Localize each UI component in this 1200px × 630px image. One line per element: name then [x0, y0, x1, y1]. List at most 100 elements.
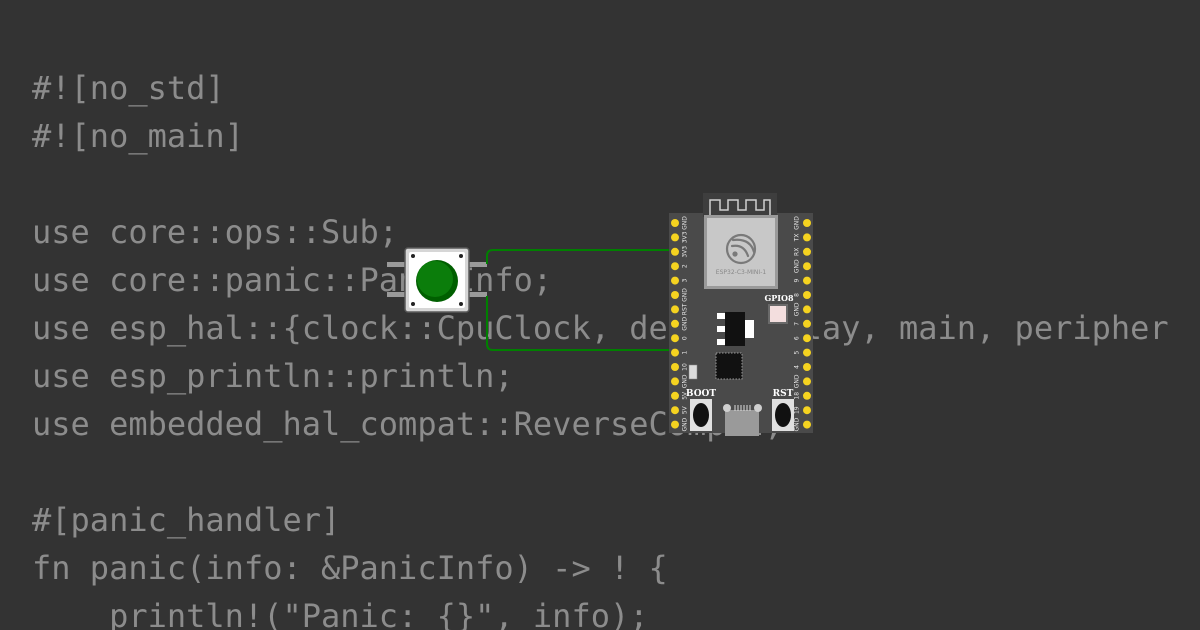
pin-label: 7 — [794, 322, 801, 326]
antenna-icon — [709, 199, 771, 216]
header-pin[interactable] — [671, 348, 679, 357]
pin-label: 1 — [682, 351, 689, 355]
header-pin[interactable] — [671, 319, 679, 328]
pin-label: GND — [682, 216, 689, 230]
header-pin[interactable] — [803, 363, 811, 371]
usb-mount — [723, 404, 731, 412]
wire-bottom[interactable] — [486, 296, 676, 351]
button-screw — [411, 254, 415, 258]
pin-label: 10 — [682, 363, 689, 371]
usb-mount — [754, 404, 762, 412]
pin-label: 6 — [794, 336, 801, 340]
header-pin[interactable] — [803, 276, 811, 285]
led-label: GPIO8 — [764, 293, 794, 303]
header-pin[interactable] — [803, 219, 811, 227]
regulator-pin — [717, 326, 725, 332]
pin-label: GND — [794, 417, 801, 431]
button-screw — [411, 302, 415, 306]
pin-label: 5V — [682, 405, 689, 414]
pin-label: GND — [794, 259, 801, 273]
pin-label: 5V — [682, 391, 689, 400]
pin-label: GND — [682, 417, 689, 431]
header-pin[interactable] — [803, 262, 811, 271]
code-line-4: use core::ops::Sub; — [32, 213, 399, 251]
header-pin[interactable] — [671, 377, 679, 386]
button-screw — [459, 254, 463, 258]
button-leg — [469, 262, 487, 267]
header-pin[interactable] — [803, 305, 811, 314]
pin-label: 5 — [794, 351, 801, 355]
header-pin[interactable] — [671, 334, 679, 343]
regulator-pin — [717, 313, 725, 319]
code-line-5: use core::panic::PanicInfo; — [32, 261, 553, 299]
pin-label: 2 — [682, 264, 689, 268]
code-editor: #![no_std] #![no_main] use core::ops::Su… — [32, 0, 1168, 630]
header-pin[interactable] — [803, 233, 811, 242]
pin-label: TX — [794, 234, 801, 243]
header-pin[interactable] — [671, 420, 679, 429]
header-pin[interactable] — [803, 334, 811, 343]
header-pin[interactable] — [803, 406, 811, 415]
button-leg — [387, 262, 405, 267]
pin-label: GND — [794, 302, 801, 316]
header-pin[interactable] — [803, 348, 811, 357]
pin-label: 19 — [794, 406, 801, 414]
gpio8-led — [770, 306, 786, 322]
pin-label: GND — [682, 317, 689, 331]
esp32-c3-board[interactable]: ESP32-C3-MINI-1 GPIO8 BOOT RST GND3V33V3… — [669, 193, 813, 436]
header-pin[interactable] — [671, 291, 679, 299]
pin-label: GND — [682, 374, 689, 388]
code-line-7: use esp_println::println; — [32, 357, 514, 395]
voltage-regulator — [725, 312, 745, 346]
wire-top[interactable] — [486, 249, 676, 264]
usb-chip — [715, 352, 743, 380]
button-leg — [387, 292, 405, 297]
header-pin[interactable] — [803, 377, 811, 386]
pin-label: 0 — [682, 336, 689, 340]
module-label: ESP32-C3-MINI-1 — [716, 269, 767, 276]
rst-label: RST — [773, 389, 794, 399]
rst-button[interactable] — [775, 403, 791, 427]
regulator-pin — [717, 339, 725, 345]
header-pin[interactable] — [671, 219, 679, 227]
header-pin[interactable] — [671, 247, 679, 256]
code-line-11: fn panic(info: &PanicInfo) -> ! { — [32, 549, 668, 587]
antenna-area — [703, 193, 777, 217]
pin-label: 3 — [682, 279, 689, 283]
header-pin[interactable] — [671, 391, 679, 400]
pin-label: GND — [794, 374, 801, 388]
header-pin[interactable] — [671, 305, 679, 314]
header-pin[interactable] — [671, 363, 679, 371]
pin-label: GND — [794, 216, 801, 230]
header-pin[interactable] — [803, 247, 811, 256]
header-pin[interactable] — [803, 291, 811, 299]
pin-label: 3V3 — [682, 231, 689, 243]
pin-label: RX — [794, 248, 801, 256]
header-pin[interactable] — [803, 391, 811, 400]
espressif-logo-icon — [725, 233, 757, 265]
smd-component — [688, 364, 698, 380]
boot-label: BOOT — [686, 389, 716, 399]
header-pin[interactable] — [803, 319, 811, 328]
pushbutton[interactable] — [387, 247, 487, 313]
code-line-10: #[panic_handler] — [32, 501, 341, 539]
pin-label: GND — [682, 288, 689, 302]
button-leg — [469, 292, 487, 297]
code-line-2: #![no_main] — [32, 117, 244, 155]
header-pin[interactable] — [803, 420, 811, 429]
header-pin[interactable] — [671, 262, 679, 271]
boot-button[interactable] — [693, 403, 709, 427]
pin-label: 18 — [794, 392, 801, 400]
code-line-1: #![no_std] — [32, 69, 225, 107]
usb-connector[interactable] — [725, 410, 759, 436]
button-cap[interactable] — [417, 261, 453, 297]
module-shield — [707, 218, 775, 286]
pin-label: 4 — [794, 365, 801, 369]
pin-label: 3V3 — [682, 246, 689, 258]
header-pin[interactable] — [671, 233, 679, 242]
header-pin[interactable] — [671, 276, 679, 285]
button-screw — [459, 302, 463, 306]
header-pin[interactable] — [671, 406, 679, 415]
